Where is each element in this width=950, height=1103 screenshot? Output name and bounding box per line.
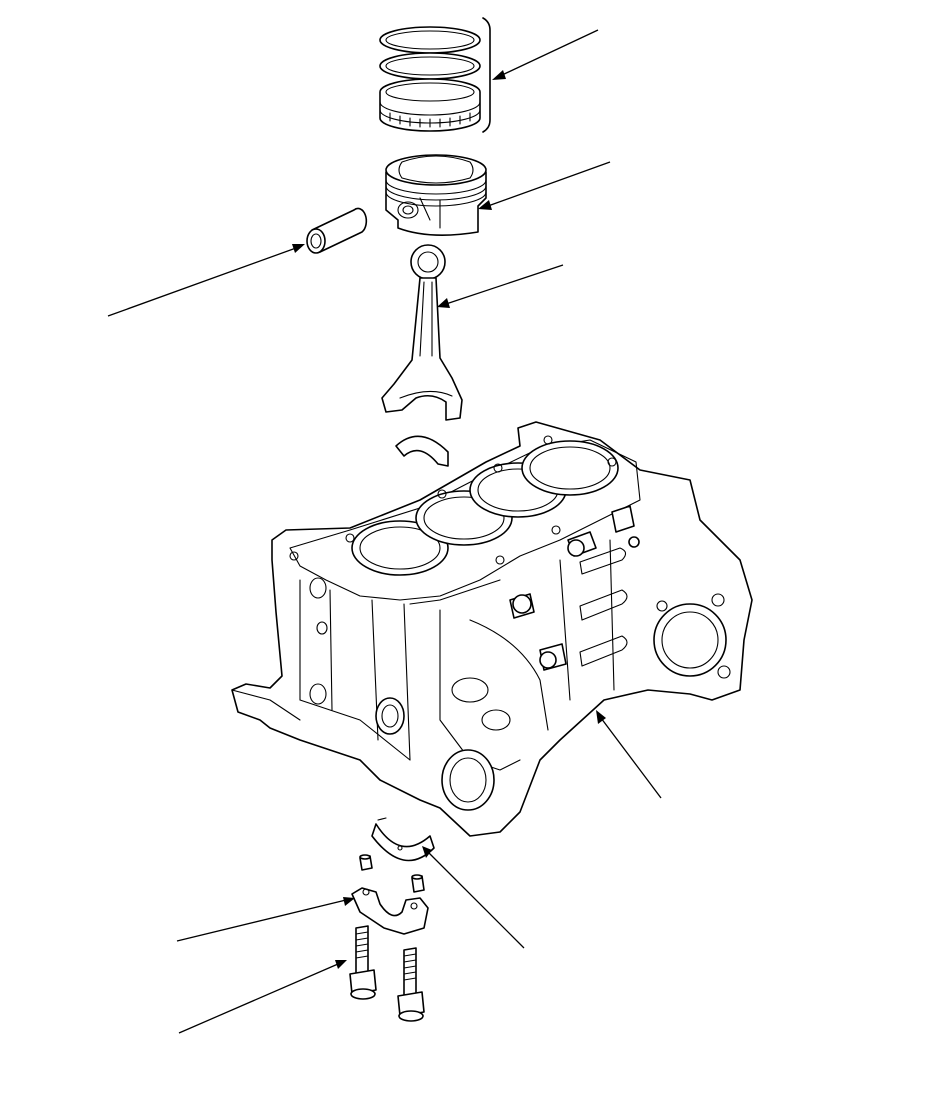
cylinder-block-leader [596, 710, 662, 799]
main-bearing [371, 817, 435, 862]
connecting-rod-leader [437, 264, 564, 308]
connecting-rod [381, 244, 463, 421]
bearing-cap-bolt-leader [178, 960, 347, 1034]
coolant-fitting [611, 505, 640, 548]
cylinder-bore-4 [521, 440, 619, 496]
cylinder-bore-1 [351, 520, 449, 576]
bearing-cap-leader [176, 897, 355, 942]
main-bearing-leader [422, 846, 525, 949]
piston [385, 154, 487, 236]
piston-pin [306, 207, 368, 254]
drain-bolt-fitting [509, 593, 535, 619]
piston-pin-leader [107, 244, 305, 317]
dowel-pins [359, 854, 425, 893]
piston-ring-leader [492, 29, 599, 80]
piston-leader [478, 161, 611, 210]
knock-sensor-fitting [567, 531, 597, 557]
connecting-rod-bearing-upper [395, 435, 449, 467]
cylinder-block [231, 421, 753, 837]
bearing-cap-bolt-1 [349, 925, 377, 1000]
piston-ring-set [379, 17, 491, 133]
bearing-cap [351, 887, 429, 935]
bearing-cap-bolt-2 [397, 947, 425, 1022]
oil-pressure-fitting [539, 643, 567, 671]
front-crank-bore [441, 749, 495, 811]
rear-crank-bore [653, 593, 731, 679]
